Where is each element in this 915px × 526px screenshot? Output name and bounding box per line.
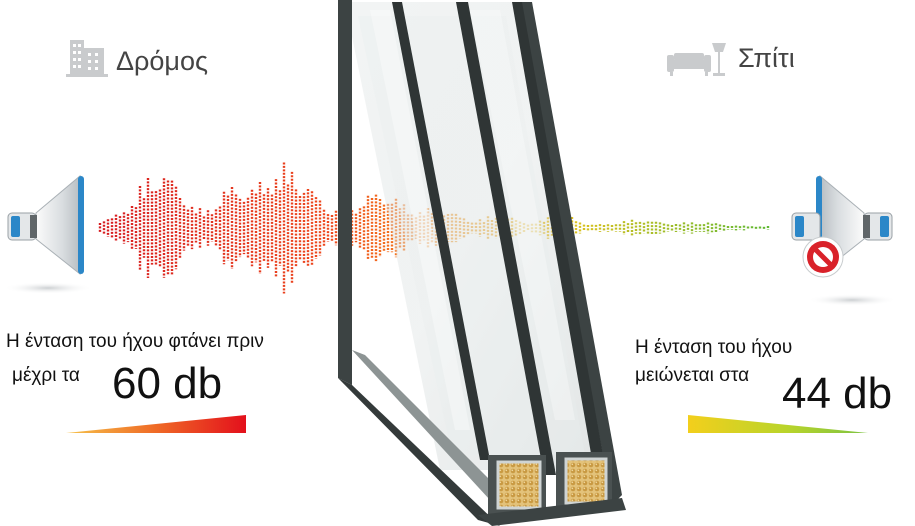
city-building-icon <box>66 40 108 77</box>
no-sound-icon <box>802 236 844 278</box>
right-decibel-value: 44 db <box>782 369 893 418</box>
right-caption-line2: μειώνεται στα <box>635 365 750 386</box>
left-caption-line2: μέχρι τα <box>12 365 80 386</box>
left-decibel-value: 60 db <box>112 359 223 408</box>
sofa-lamp-icon <box>667 43 726 76</box>
speaker-left-icon <box>3 174 93 294</box>
right-intensity-wedge <box>688 415 868 433</box>
speaker-right-icon <box>791 174 897 306</box>
home-label: Σπίτι <box>738 43 795 73</box>
street-label: Δρόμος <box>116 46 208 76</box>
left-intensity-wedge <box>66 415 246 433</box>
window-glass-unit <box>338 0 626 526</box>
left-caption-line1: Η ένταση του ήχου φτάνει πριν <box>6 331 264 352</box>
right-caption-line1: Η ένταση του ήχου <box>635 337 793 358</box>
